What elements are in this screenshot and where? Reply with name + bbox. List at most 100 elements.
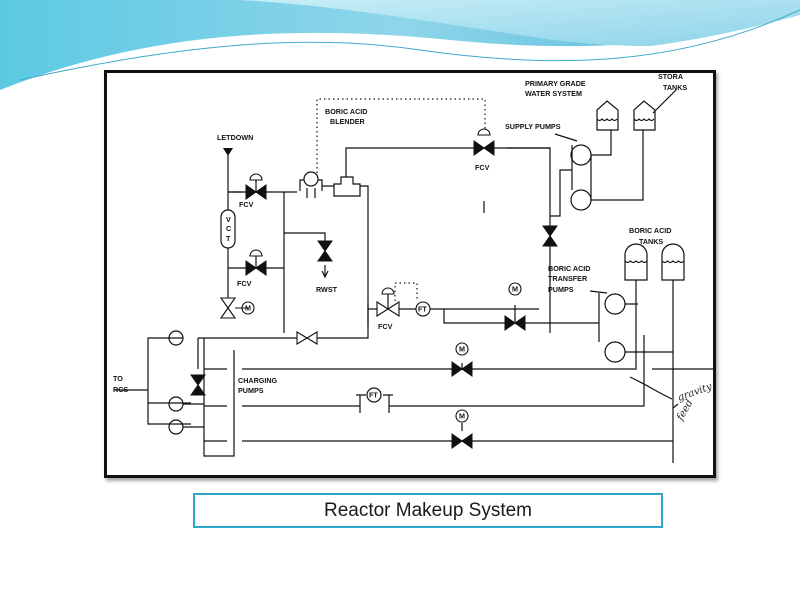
- control-signal-line: [316, 98, 486, 173]
- charging-pump-2: [168, 396, 184, 412]
- pipe-blender-right: [360, 185, 369, 326]
- motor-operator-transfer: [508, 282, 522, 296]
- diagram-frame: LETDOWN FCV FCV FCV FCV V C T RWST BORIC…: [104, 70, 716, 478]
- fcv-letdown-valve: [245, 184, 267, 200]
- label-boric-acid-tanks-1: BORIC ACID: [629, 226, 671, 235]
- pipe-blender-top: [345, 147, 551, 213]
- pipe-to-charging-header: [198, 303, 369, 339]
- label-primary-water-1: PRIMARY GRADE: [525, 79, 586, 88]
- label-boric-acid-tanks-2: TANKS: [639, 237, 663, 246]
- label-fcv-blended: FCV: [378, 322, 393, 331]
- boric-acid-tank-1-level: [624, 260, 648, 264]
- motor-operator-charging-2: [455, 409, 469, 423]
- boric-acid-tank-2-level: [661, 260, 685, 264]
- fcv-primary-water-valve: [473, 140, 495, 156]
- fcv-actuator-4: [381, 287, 395, 295]
- primary-water-isolation-valve: [542, 225, 558, 247]
- flow-element: [303, 171, 319, 187]
- transfer-mov-valve: [504, 315, 526, 331]
- letdown-mov-valve: [219, 297, 237, 319]
- boric-acid-blender: [333, 176, 361, 197]
- storage-tank-1: [596, 100, 619, 131]
- pipe-ft-lower: [443, 309, 599, 324]
- charging-mov-valve-1: [451, 361, 473, 377]
- label-transfer-pumps-3: PUMPS: [548, 285, 574, 294]
- transfer-pump-2: [604, 341, 626, 363]
- fcv-actuator-2: [249, 249, 263, 257]
- charging-mov-valve-2: [451, 433, 473, 449]
- label-vct-t: T: [226, 234, 231, 243]
- charging-pump-1: [168, 330, 184, 346]
- slide-caption: Reactor Makeup System: [323, 499, 533, 521]
- label-boric-acid-blender-2: BLENDER: [330, 117, 366, 126]
- ft-label-1: FT: [418, 305, 427, 314]
- ft-label-2: FT: [369, 391, 378, 400]
- transfer-pump-1: [604, 293, 626, 315]
- supply-pump-frame: [571, 130, 644, 201]
- label-supply-pumps: SUPPLY PUMPS: [505, 122, 561, 131]
- transfer-pump-frame: [589, 280, 674, 463]
- charging-pump-rack: [183, 338, 235, 457]
- storage-tank-2: [633, 100, 656, 131]
- fcv-actuator-3: [477, 128, 491, 136]
- boric-acid-tank-2: [661, 243, 685, 281]
- charging-bypass-valve: [296, 331, 318, 345]
- label-fcv-letdown: FCV: [239, 200, 254, 209]
- label-transfer-pumps-2: TRANSFER: [548, 274, 588, 283]
- pipe-charging-2: [242, 335, 645, 407]
- gravity-feed-arrow-1: [629, 376, 673, 400]
- supply-pump-2: [570, 189, 592, 211]
- fcv-vct-valve: [245, 260, 267, 276]
- fcv-actuator-stems: [255, 180, 485, 309]
- label-fcv-vct: FCV: [237, 279, 252, 288]
- label-charging-pumps-1: CHARGING: [238, 376, 278, 385]
- rwst-arrow: [321, 265, 329, 279]
- slide-caption-box: Reactor Makeup System: [193, 493, 663, 528]
- label-transfer-pumps-1: BORIC ACID: [548, 264, 590, 273]
- ft-dotted: [394, 282, 418, 301]
- storage-tank-1-level: [596, 118, 618, 122]
- reactor-makeup-schematic: LETDOWN FCV FCV FCV FCV V C T RWST BORIC…: [113, 73, 713, 463]
- motor-label-transfer: M: [512, 285, 518, 294]
- motor-label-charging-1: M: [459, 345, 465, 354]
- flow-element-body: [299, 179, 334, 198]
- label-to-rcs-2: RCS: [113, 385, 128, 394]
- flow-transmitter-2: [366, 387, 382, 403]
- handwritten-feed: feed: [675, 398, 696, 423]
- fcv-actuator-1: [249, 173, 263, 181]
- rwst-valve: [317, 240, 333, 262]
- supply-pump-1: [570, 144, 592, 166]
- label-vct-c: C: [226, 224, 231, 233]
- boric-acid-tank-1: [624, 243, 648, 281]
- wave-band-right: [240, 0, 800, 47]
- label-letdown: LETDOWN: [217, 133, 253, 142]
- charging-pump-3: [168, 419, 184, 435]
- handwritten-gravity: gravity: [676, 381, 713, 404]
- label-boric-acid-blender-1: BORIC ACID: [325, 107, 367, 116]
- motor-label-letdown: M: [245, 304, 251, 313]
- charging-header-left: [147, 337, 199, 425]
- label-fcv-primary-water: FCV: [475, 163, 490, 172]
- storage-tank-2-level: [633, 118, 655, 122]
- ft-loop: [356, 394, 393, 413]
- motor-label-charging-2: M: [459, 412, 465, 421]
- gravity-feed-arrow-2: [672, 403, 679, 409]
- label-vct-v: V: [226, 215, 231, 224]
- supply-pumps-arrow: [554, 133, 578, 142]
- wave-line: [19, 9, 800, 81]
- flow-transmitter-1: [415, 301, 431, 317]
- charging-pump-discharge-valve: [190, 374, 206, 396]
- label-rwst: RWST: [316, 285, 338, 294]
- letdown-arrow: [223, 148, 233, 156]
- fcv-blended-flow-valve: [376, 300, 400, 318]
- label-primary-water-2: WATER SYSTEM: [525, 89, 582, 98]
- label-storage-tanks-1: STORA: [658, 73, 683, 81]
- label-to-rcs-1: TO: [113, 374, 123, 383]
- storage-tanks-arrow: [652, 89, 677, 114]
- motor-operator-charging-1: [455, 342, 469, 356]
- label-charging-pumps-2: PUMPS: [238, 386, 264, 395]
- wave-white: [0, 15, 800, 100]
- label-storage-tanks-2: TANKS: [663, 83, 687, 92]
- pipe-supply-pumps: [550, 169, 572, 217]
